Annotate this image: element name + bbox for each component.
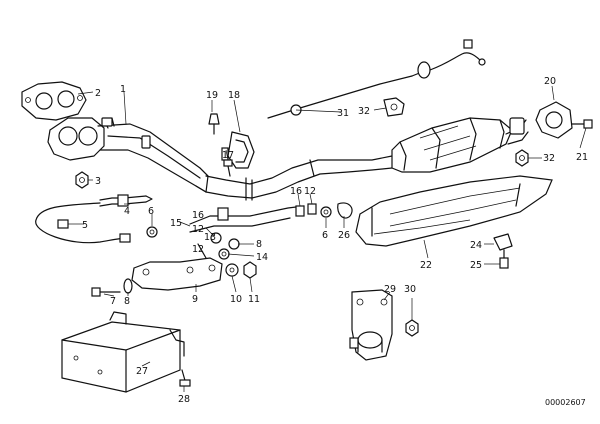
washer-part-14 bbox=[218, 248, 230, 260]
callout-24: 24 bbox=[470, 240, 482, 251]
bolt-part-21 bbox=[571, 119, 593, 129]
catalytic-converter bbox=[391, 117, 529, 173]
callout-3: 3 bbox=[95, 176, 101, 187]
callout-16: 16 bbox=[290, 186, 302, 197]
manifold-gasket-part-2 bbox=[21, 81, 87, 121]
callout-12b: 12 bbox=[192, 224, 204, 235]
nut-part-3 bbox=[75, 171, 89, 189]
leader-lines bbox=[68, 85, 587, 392]
control-unit-part-27 bbox=[61, 311, 185, 393]
nut-part-32 bbox=[515, 149, 529, 167]
callout-20: 20 bbox=[544, 76, 556, 87]
callout-17: 17 bbox=[222, 150, 234, 161]
nut-part-30 bbox=[405, 319, 419, 337]
document-number: 00002607 bbox=[545, 398, 586, 407]
bolt-part-7 bbox=[91, 287, 121, 297]
callout-19: 19 bbox=[206, 90, 218, 101]
callout-6c: 6 bbox=[322, 230, 328, 241]
washer-part-8b bbox=[123, 278, 133, 294]
callout-2: 2 bbox=[95, 88, 101, 99]
callout-28: 28 bbox=[178, 394, 190, 405]
washer-part-8 bbox=[228, 238, 240, 250]
callout-6a: 6 bbox=[148, 206, 154, 217]
mount-part-29 bbox=[349, 289, 393, 361]
callout-26: 26 bbox=[338, 230, 350, 241]
bolt-part-19 bbox=[208, 113, 220, 135]
callout-1: 1 bbox=[120, 84, 126, 95]
callout-5: 5 bbox=[82, 220, 88, 231]
oxygen-sensor-part-4 bbox=[99, 194, 153, 207]
callout-12c: 12 bbox=[192, 244, 204, 255]
callout-14: 14 bbox=[256, 252, 268, 263]
callout-16b: 16 bbox=[192, 210, 204, 221]
callout-32-top: 32 bbox=[358, 106, 370, 117]
callout-25: 25 bbox=[470, 260, 482, 271]
callout-15: 15 bbox=[170, 218, 182, 229]
callout-32: 32 bbox=[543, 153, 555, 164]
intermediate-pipe bbox=[205, 155, 393, 201]
nut-part-11 bbox=[243, 261, 257, 279]
clip-part-32 bbox=[383, 97, 405, 117]
nut-part-6 bbox=[146, 206, 332, 238]
rubber-mount-part-10 bbox=[225, 263, 239, 277]
outlet-flange-part-20 bbox=[535, 101, 573, 139]
bracket-part-16 bbox=[189, 205, 305, 233]
callout-31: 31 bbox=[337, 108, 349, 119]
front-pipe-part-1 bbox=[47, 117, 209, 193]
callout-13: 13 bbox=[204, 232, 216, 243]
heat-shield-part-22 bbox=[355, 175, 553, 247]
callout-18: 18 bbox=[228, 90, 240, 101]
sensor-cable-part-31 bbox=[267, 39, 486, 119]
callout-11: 11 bbox=[248, 294, 260, 305]
callout-10: 10 bbox=[230, 294, 242, 305]
callout-8: 8 bbox=[256, 239, 262, 250]
pipe-clamp-part-18 bbox=[221, 131, 255, 169]
callout-27: 27 bbox=[136, 366, 148, 377]
screw-part-28 bbox=[179, 369, 191, 387]
bolt-part-17 bbox=[223, 159, 233, 177]
clamp-part-26 bbox=[337, 202, 353, 219]
callout-8b: 8 bbox=[124, 296, 130, 307]
callout-29: 29 bbox=[384, 284, 396, 295]
callout-labels: 2 1 3 4 5 6 19 18 17 15 31 32 20 21 32 2… bbox=[82, 76, 588, 405]
bolt-part-25 bbox=[499, 249, 509, 269]
callout-12a: 12 bbox=[304, 186, 316, 197]
callout-4: 4 bbox=[124, 206, 130, 217]
callout-30: 30 bbox=[404, 284, 416, 295]
bracket-part-9 bbox=[131, 243, 223, 291]
callout-22: 22 bbox=[420, 260, 432, 271]
bolt-part-12 bbox=[295, 203, 317, 217]
callout-9: 9 bbox=[192, 294, 198, 305]
bracket-part-24 bbox=[493, 233, 513, 251]
callout-7: 7 bbox=[110, 296, 116, 307]
callout-21: 21 bbox=[576, 152, 588, 163]
